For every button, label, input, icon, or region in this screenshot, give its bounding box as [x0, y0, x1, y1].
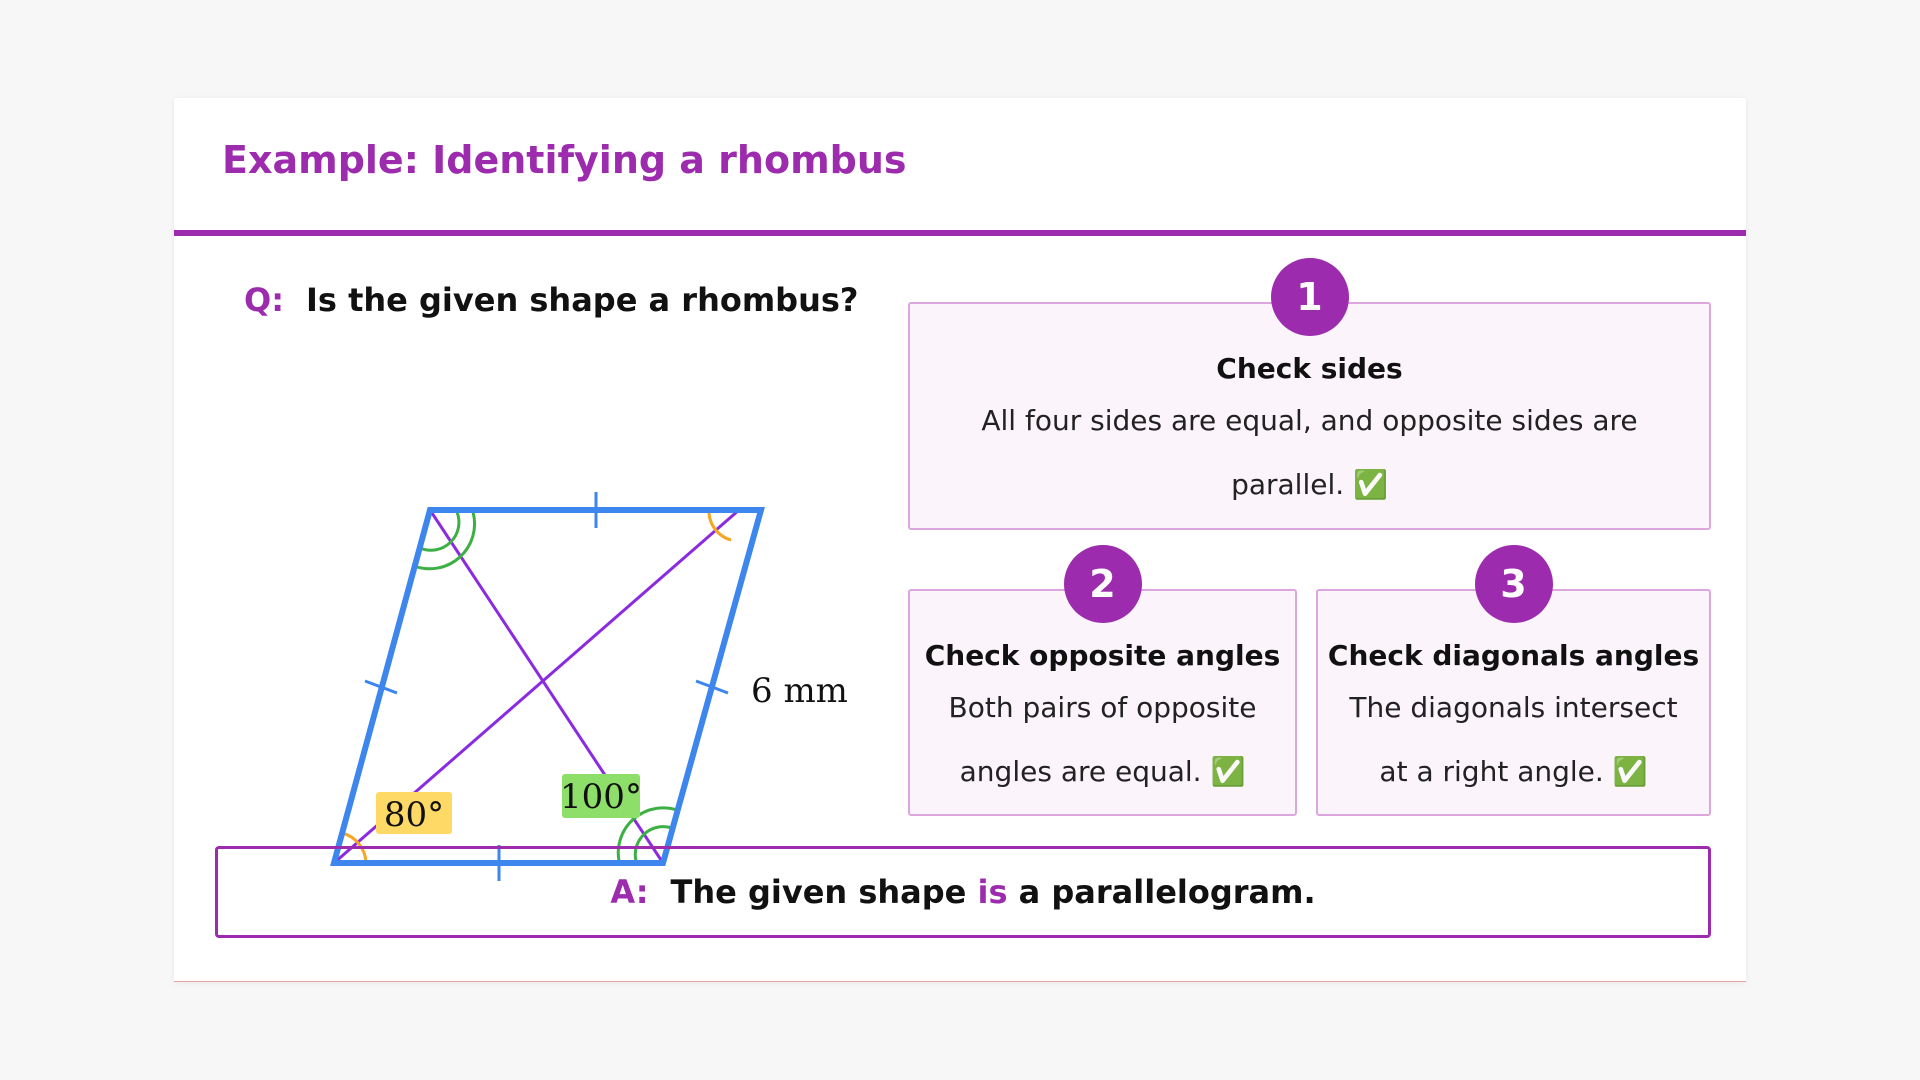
answer-highlight: is: [977, 873, 1008, 911]
angle-acute-box: [376, 792, 452, 834]
page-title: Example: Identifying a rhombus: [222, 138, 907, 182]
step-title: Check sides: [1216, 352, 1403, 385]
angle-arc-bottom-left: [341, 831, 368, 864]
answer-text-pre: The given shape: [670, 873, 967, 911]
step-number-badge: 2: [1063, 545, 1142, 623]
example-card: Example: Identifying a rhombus Q: Is the …: [174, 98, 1746, 982]
step-description: The diagonals intersect at a right angle…: [1349, 691, 1678, 788]
step-number-badge: 3: [1474, 545, 1553, 623]
rhombus-diagram: 80° 100° 6 mm: [330, 492, 848, 881]
angle-arc-top-right: [707, 509, 732, 542]
question-label: Q:: [244, 281, 284, 319]
angle-acute-label: 80°: [384, 795, 444, 835]
angle-arc-top-left-inner: [419, 511, 461, 552]
angle-obtuse-box: [562, 774, 640, 818]
step-check-diagonals: 3 Check diagonals angles The diagonals i…: [1316, 545, 1711, 816]
question: Q: Is the given shape a rhombus?: [244, 281, 858, 319]
angle-obtuse-label: 100°: [560, 777, 642, 817]
answer-text-post: a parallelogram.: [1018, 873, 1316, 911]
answer-label: A:: [610, 873, 649, 911]
angle-arc-bottom-right-inner: [633, 825, 673, 862]
step-title: Check opposite angles: [924, 639, 1281, 672]
answer-box: A: The given shape is a parallelogram.: [215, 846, 1711, 938]
step-check-sides: 1 Check sides All four sides are equal, …: [908, 258, 1711, 530]
tick-left: [364, 679, 398, 695]
rhombus-outline: [330, 507, 765, 866]
step-description: All four sides are equal, and opposite s…: [981, 404, 1638, 501]
angle-arc-bottom-right-outer: [616, 806, 678, 862]
step-number-badge: 1: [1270, 258, 1349, 336]
step-check-opposite-angles: 2 Check opposite angles Both pairs of op…: [908, 545, 1297, 816]
question-text: Is the given shape a rhombus?: [306, 281, 859, 319]
card-header: Example: Identifying a rhombus: [174, 98, 1746, 236]
step-title: Check diagonals angles: [1327, 639, 1700, 672]
rhombus-figure: 80° 100° 6 mm: [264, 368, 914, 888]
step-description: Both pairs of opposite angles are equal.…: [948, 691, 1257, 788]
angle-arc-top-left-outer: [413, 511, 477, 571]
side-length-label: 6 mm: [751, 671, 848, 711]
tick-right: [695, 679, 729, 695]
